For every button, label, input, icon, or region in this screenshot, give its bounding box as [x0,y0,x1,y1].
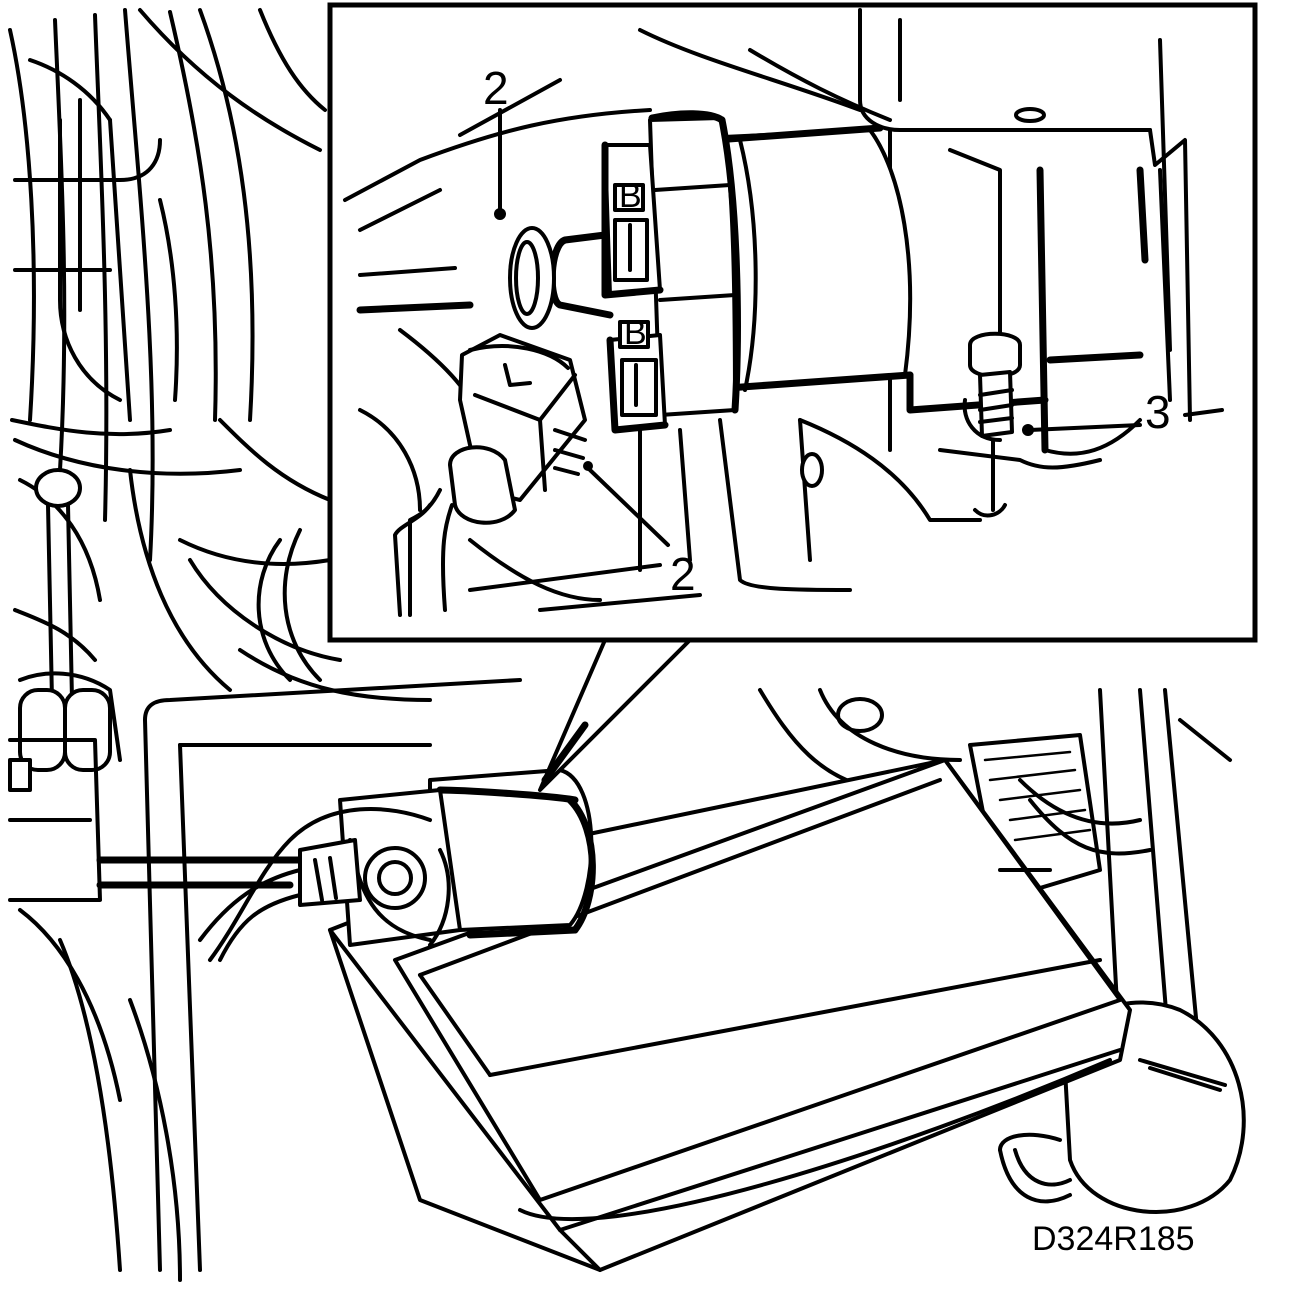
callout-3-bolt: 3 [1145,386,1171,438]
battery [198,758,1132,1272]
callout-2-seal: 2 [483,62,509,114]
inset-detail: B B [327,2,1258,643]
connector-letter-lower: B [624,314,647,352]
inset-pointer [538,638,692,792]
drawing-code: D324R185 [1032,1220,1195,1258]
connector-letter-upper: B [619,177,642,215]
callout-2-plug: 2 [670,548,696,600]
